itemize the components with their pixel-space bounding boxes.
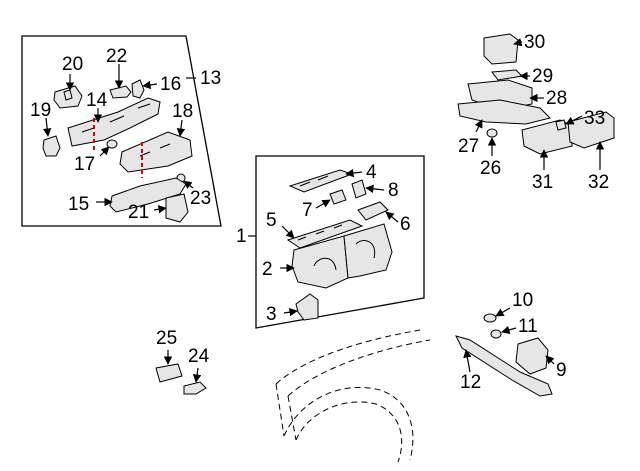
callout-3: 3 (266, 304, 277, 325)
leader-10 (495, 307, 511, 317)
callout-19: 19 (30, 100, 51, 121)
callout-30: 30 (524, 32, 545, 53)
part-6-bracket (357, 201, 389, 221)
leader-6 (385, 211, 399, 223)
part-15-lower-rail (109, 177, 187, 213)
callout-33: 33 (584, 108, 605, 129)
callout-11: 11 (518, 316, 538, 337)
leader-19 (42, 117, 52, 137)
callout-16: 16 (160, 74, 181, 95)
callout-17: 17 (74, 154, 95, 175)
callout-6: 6 (400, 214, 411, 235)
callout-7: 7 (302, 200, 313, 221)
part-30-bracket (483, 33, 519, 65)
callout-24: 24 (188, 346, 210, 367)
part-27-rail (457, 99, 551, 125)
callout-8: 8 (388, 180, 399, 201)
leader-30 (513, 38, 523, 47)
callout-1: 1 (236, 226, 247, 247)
part-9-shield (515, 337, 549, 375)
callout-labels: 20 22 16 13 19 14 18 17 23 15 21 4 8 7 6… (30, 32, 609, 393)
part-24-clip (183, 381, 207, 395)
callout-26: 26 (480, 158, 501, 179)
leader-5 (281, 225, 295, 239)
leader-27 (474, 119, 483, 133)
callout-13: 13 (200, 68, 221, 89)
leader-33 (565, 115, 583, 125)
leader-21 (153, 205, 167, 214)
callout-4: 4 (366, 162, 377, 183)
part-25-pad (155, 363, 183, 383)
callout-9: 9 (556, 360, 567, 381)
part-33-clip (555, 119, 567, 131)
callout-32: 32 (588, 172, 609, 193)
part-12-rail (455, 335, 553, 397)
part-21-bracket (165, 193, 189, 223)
part-7-gusset (329, 189, 347, 205)
fender-outline (275, 329, 431, 463)
callout-29: 29 (532, 66, 553, 87)
leader-16 (142, 80, 158, 90)
callout-27: 27 (458, 136, 479, 157)
part-22-bracket (109, 85, 132, 99)
callout-23: 23 (190, 188, 211, 209)
callout-28: 28 (546, 88, 567, 109)
leader-8 (365, 184, 385, 194)
leader-17 (99, 146, 110, 157)
part-8-gusset (351, 179, 367, 199)
part-16-bracket (131, 79, 145, 99)
callout-14: 14 (86, 90, 108, 111)
part-19-bracket (42, 135, 61, 157)
leader-3 (283, 307, 298, 317)
callout-22: 22 (106, 46, 127, 67)
part-14-front-rail (67, 97, 161, 147)
leader-11 (501, 325, 517, 334)
part-10-nut (483, 313, 497, 323)
callout-5: 5 (266, 210, 277, 231)
part-18-rail-extension (119, 131, 193, 173)
callout-31: 31 (532, 172, 553, 193)
part-32-member (567, 111, 615, 149)
part-29-plate (491, 69, 524, 81)
callout-12: 12 (460, 372, 481, 393)
leader-7 (315, 199, 331, 209)
part-26-clip (486, 128, 498, 138)
callout-21: 21 (128, 202, 149, 223)
callout-15: 15 (68, 194, 89, 215)
callout-18: 18 (172, 101, 193, 122)
part-11-nut (490, 329, 502, 339)
part-3-bracket (295, 293, 319, 321)
callout-25: 25 (156, 328, 177, 349)
leader-9 (545, 355, 555, 365)
leader-24 (192, 367, 202, 383)
callout-20: 20 (62, 54, 83, 75)
part-2-apron-inner (343, 223, 393, 279)
leader-18 (176, 119, 186, 137)
callout-10: 10 (512, 290, 533, 311)
callout-2: 2 (262, 259, 273, 280)
leader-4 (345, 168, 363, 178)
part-5-apron-upper (286, 219, 364, 249)
leader-12 (463, 349, 472, 373)
part-17-clip (106, 139, 118, 149)
leader-23 (183, 180, 194, 189)
